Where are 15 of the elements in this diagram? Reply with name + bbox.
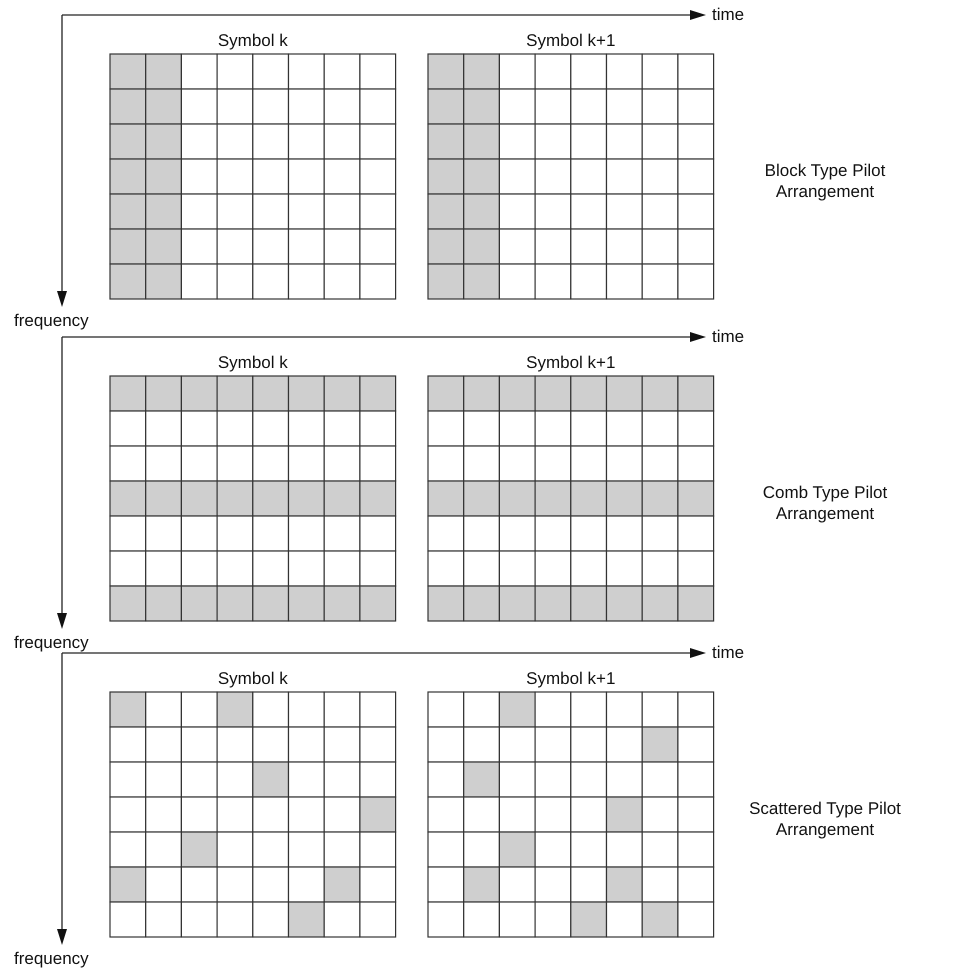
axis-label: time [712,326,744,347]
arrangement-label: Comb Type Pilot Arrangement [762,482,888,524]
symbol-label: Symbol k+1 [526,352,616,373]
symbol-label: Symbol k [218,30,288,51]
axis-label: frequency [14,310,89,331]
axis-label: frequency [14,632,89,653]
symbol-label: Symbol k [218,352,288,373]
symbol-label: Symbol k+1 [526,30,616,51]
axis-label: time [712,642,744,663]
axis-label: frequency [14,948,89,969]
axis-label: time [712,4,744,25]
symbol-label: Symbol k+1 [526,668,616,689]
symbol-label: Symbol k [218,668,288,689]
arrangement-label: Scattered Type Pilot Arrangement [748,798,902,840]
arrangement-label: Block Type Pilot Arrangement [764,160,886,202]
